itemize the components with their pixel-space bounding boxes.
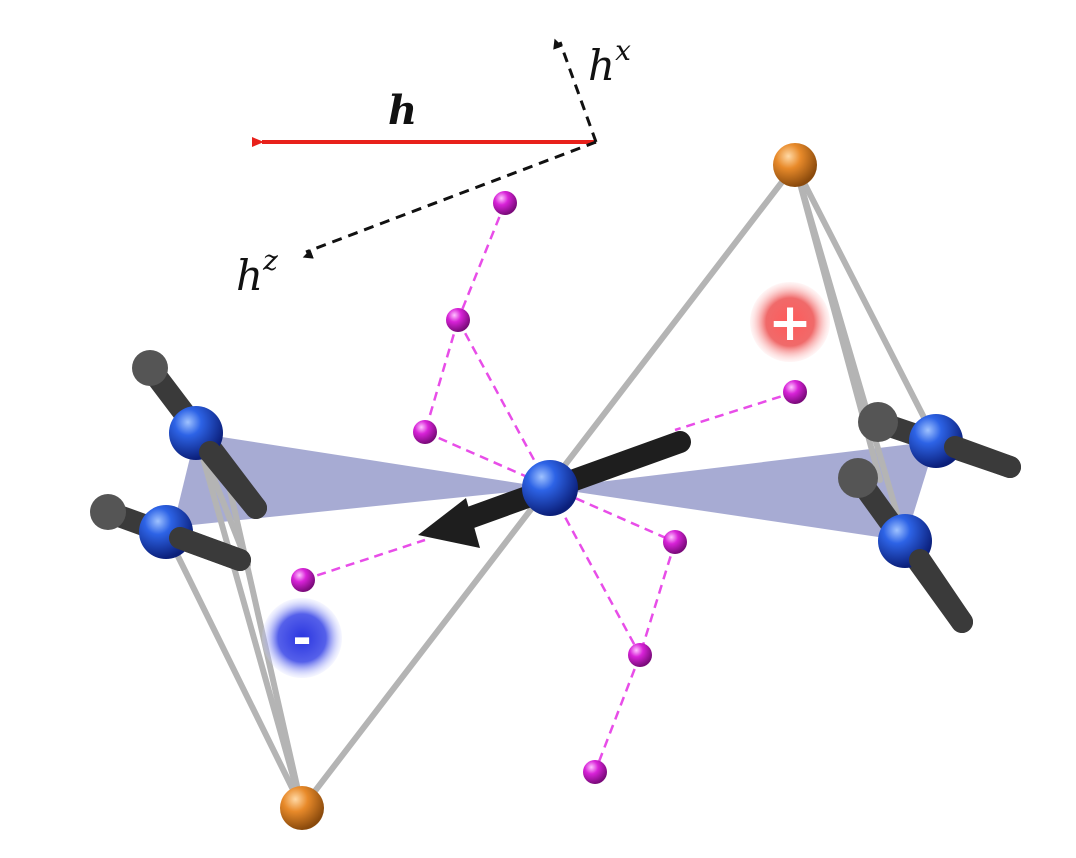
apex-atom-top: [773, 143, 817, 187]
spin-site-center: [522, 460, 578, 516]
label-h: h: [388, 87, 417, 134]
left-triangular-plane: [173, 433, 550, 527]
field-hz-axis: [302, 140, 597, 259]
label-hz: hz: [236, 244, 278, 300]
svg-text:+: +: [768, 293, 812, 353]
label-hx-superscript: x: [615, 34, 631, 67]
apex-atom-bottom: [280, 786, 324, 830]
ligand-atoms: [291, 191, 807, 784]
field-hx-axis: [553, 38, 598, 143]
label-hx: hx: [588, 34, 631, 90]
label-hz-superscript: z: [262, 244, 278, 277]
minus-charge-badge: -: [262, 598, 342, 678]
svg-text:-: -: [292, 611, 311, 665]
plus-charge-badge: +: [750, 282, 830, 362]
ligand-bonds: [302, 202, 796, 773]
right-triangular-plane: [550, 441, 936, 541]
